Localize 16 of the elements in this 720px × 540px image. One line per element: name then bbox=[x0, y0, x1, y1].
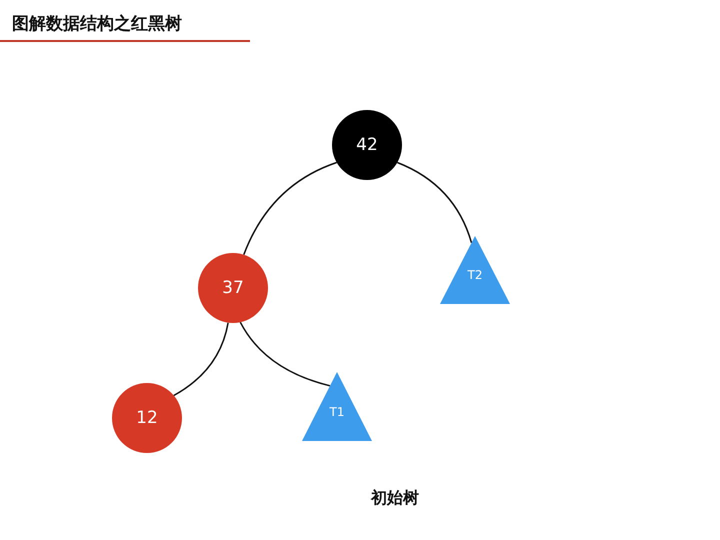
connector-line bbox=[173, 322, 229, 396]
node-label: T1 bbox=[330, 405, 344, 419]
connector-line bbox=[240, 322, 330, 387]
circle-node bbox=[112, 383, 182, 453]
node-label: T2 bbox=[468, 268, 482, 282]
circle-node bbox=[332, 110, 402, 180]
node-label: 12 bbox=[136, 408, 158, 428]
caption: 初始树 bbox=[370, 488, 420, 509]
node-label: 37 bbox=[222, 278, 244, 298]
title: 图解数据结构之红黑树 bbox=[12, 13, 182, 35]
triangle-node bbox=[440, 236, 510, 304]
connector-line bbox=[397, 162, 472, 244]
triangle-node bbox=[302, 372, 372, 441]
circle-node bbox=[198, 253, 268, 323]
node-label: 42 bbox=[356, 135, 378, 155]
connector-line bbox=[243, 162, 337, 255]
